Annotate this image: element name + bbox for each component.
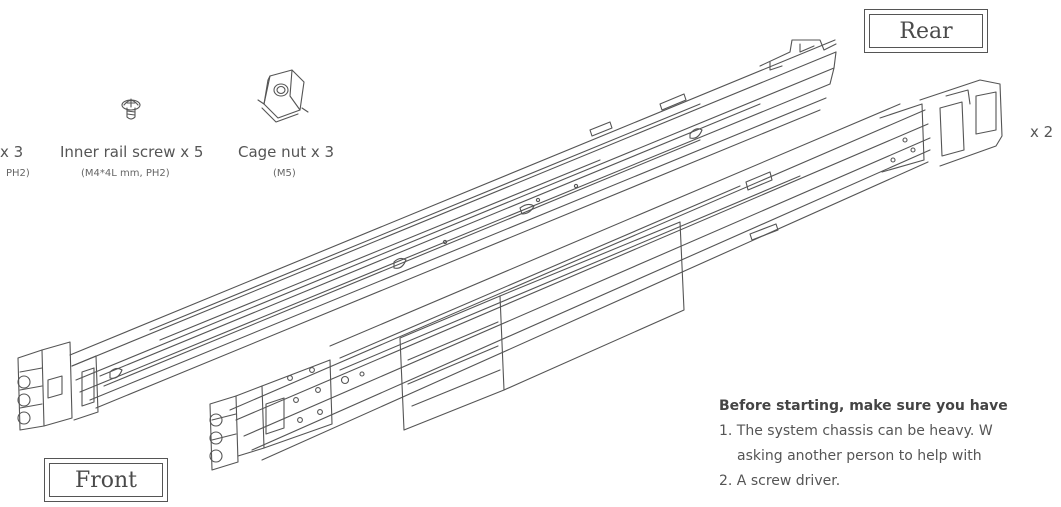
rear-label-text: Rear xyxy=(899,18,953,44)
rear-label-frame xyxy=(869,14,983,48)
prerequisites-notes: Before starting, make sure you have 1. T… xyxy=(719,394,1008,494)
cage-nut-icon xyxy=(257,69,309,123)
rail-quantity-label: x 2 xyxy=(1030,123,1054,141)
notes-item-2: 2. A screw driver. xyxy=(719,473,841,489)
notes-heading: Before starting, make sure you have xyxy=(719,398,1008,414)
front-label-text: Front xyxy=(74,467,138,493)
front-label: Front xyxy=(44,458,168,502)
inner-rail-screw-spec: (M4*4L mm, PH2) xyxy=(81,168,170,179)
front-label-frame xyxy=(49,463,163,497)
left-rail xyxy=(17,39,837,431)
notes-item-1-line-2: asking another person to help with xyxy=(737,448,982,464)
rear-label: Rear xyxy=(864,9,988,53)
cage-nut-label: Cage nut x 3 xyxy=(238,143,335,161)
right-rail xyxy=(209,79,1003,471)
notes-item-1-line-1: 1. The system chassis can be heavy. W xyxy=(719,423,993,439)
part-name-cut: x 3 xyxy=(0,143,24,161)
cage-nut-spec: (M5) xyxy=(273,168,296,179)
inner-rail-screw-label: Inner rail screw x 5 xyxy=(60,143,204,161)
part-spec-cut: PH2) xyxy=(6,168,30,179)
screw-icon xyxy=(121,98,141,120)
